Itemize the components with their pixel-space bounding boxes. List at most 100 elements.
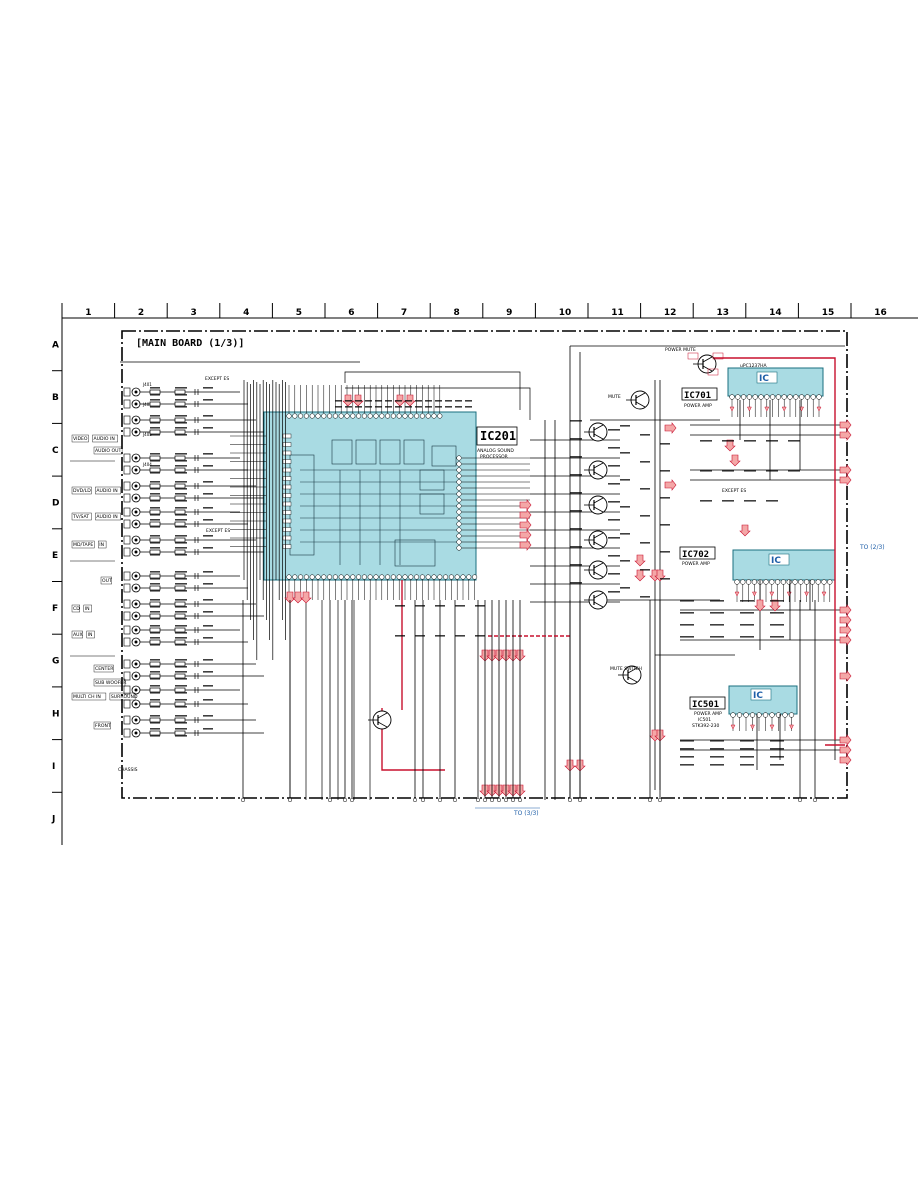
- ic-pin: [292, 413, 298, 419]
- component-value-text: [150, 692, 160, 694]
- component-value-text: [455, 605, 465, 607]
- component-value-text: [620, 506, 630, 508]
- component-value-text: [445, 400, 452, 402]
- ic-pin: [396, 574, 402, 580]
- component-value-text: [175, 387, 187, 389]
- component-value-text: [345, 406, 352, 408]
- ic-pin: [344, 574, 350, 580]
- component-value-text: [175, 500, 187, 502]
- component-value-text: [175, 535, 187, 537]
- jack-group-label: AUX: [73, 632, 83, 638]
- component-value-text: [175, 590, 187, 592]
- component-value-text: [175, 415, 187, 417]
- component-value-text: [435, 406, 442, 408]
- connector-arrow: [839, 464, 852, 476]
- component-value-text: [722, 470, 734, 472]
- ic-pin: [456, 509, 462, 515]
- component-value-text: [175, 460, 187, 462]
- component-value-text: [455, 400, 462, 402]
- component-value-text: [660, 470, 670, 472]
- ic-pin: [367, 574, 373, 580]
- component-value-text: [680, 740, 694, 742]
- component-value-text: [175, 578, 187, 580]
- jack-group-label: CD: [73, 606, 80, 612]
- component-value-text: [175, 685, 187, 687]
- component-value-text: [620, 587, 630, 589]
- ic-pin: [734, 579, 740, 585]
- component-value-text: [365, 406, 372, 408]
- ic-pin: [292, 574, 298, 580]
- component-value-text: [175, 706, 187, 708]
- component-value-text: [788, 440, 800, 442]
- component-value-text: [150, 399, 160, 401]
- ic-pin: [730, 712, 736, 718]
- jack-sub-label: AUDIO OUT: [95, 448, 121, 454]
- grid-col-label: 4: [243, 308, 249, 318]
- ic-pin: [309, 574, 315, 580]
- component-value-text: [395, 635, 405, 637]
- component-value-text: [740, 600, 754, 602]
- bottom-bus-lines: [240, 600, 818, 809]
- jack-group-label: MD/TAPE: [73, 542, 93, 548]
- grid-row-label: E: [52, 551, 58, 561]
- component-value-text: [722, 440, 734, 442]
- component-value-text: [740, 764, 754, 766]
- ic-pin: [743, 712, 749, 718]
- component-value-text: [744, 440, 756, 442]
- ic-pin: [373, 574, 379, 580]
- connector-arrow: [519, 539, 532, 551]
- ic501-badge: IC: [753, 691, 763, 701]
- component-value-text: [355, 406, 362, 408]
- connector-arrow: [839, 624, 852, 636]
- component-value-text: [203, 535, 213, 537]
- component-value-text: [640, 488, 650, 490]
- component-value-text: [175, 554, 187, 556]
- component-value-text: [175, 632, 187, 634]
- ic-pin: [315, 413, 321, 419]
- component-value-text: [395, 400, 402, 402]
- component-value-text: [175, 547, 187, 549]
- grid-row-label: H: [52, 709, 60, 719]
- ic-pin: [361, 413, 367, 419]
- component-value-text: [355, 400, 362, 402]
- grid-col-label: 16: [874, 308, 887, 318]
- component-value-text: [150, 618, 160, 620]
- connector-arrow: [519, 529, 532, 541]
- component-value-text: [175, 434, 187, 436]
- component-value-text: [203, 659, 213, 661]
- ic-pin: [396, 413, 402, 419]
- component-value-text: [150, 666, 160, 668]
- component-value-text: [680, 612, 694, 614]
- board-title: [MAIN BOARD (1/3)]: [136, 338, 244, 349]
- component-value-text: [175, 488, 187, 490]
- ic-pin: [379, 574, 385, 580]
- component-value-text: [150, 465, 160, 467]
- jack-sub-label: AUDIO IN: [96, 488, 117, 494]
- ic-pin: [456, 497, 462, 503]
- ic-pin: [408, 413, 414, 419]
- component-value-text: [710, 600, 724, 602]
- ic-pin: [456, 485, 462, 491]
- ic501-desc-3: STK392-230: [692, 723, 719, 729]
- component-value-text: [475, 635, 485, 637]
- ic-pin: [752, 394, 758, 400]
- component-value-text: [150, 387, 160, 389]
- component-value-text: [150, 685, 160, 687]
- grid-col-label: 5: [296, 308, 302, 318]
- ic501-desc-2: IC501: [698, 717, 711, 723]
- grid-row-label: B: [52, 393, 59, 403]
- ic702-badge: IC: [771, 556, 781, 566]
- jack-sub-label: AUDIO IN: [96, 514, 117, 520]
- ic702-block: IC IC702 POWER AMP: [679, 546, 836, 602]
- component-value-text: [435, 605, 445, 607]
- component-value-text: [455, 406, 462, 408]
- component-value-text: [744, 470, 756, 472]
- component-value-text: [608, 501, 620, 503]
- component-value-text: [203, 728, 213, 730]
- component-value-text: [150, 406, 160, 408]
- component-value-text: [175, 659, 187, 661]
- ic-pin: [454, 574, 460, 580]
- ic-pin: [402, 413, 408, 419]
- ic-pin: [809, 579, 816, 585]
- component-value-text: [150, 481, 160, 483]
